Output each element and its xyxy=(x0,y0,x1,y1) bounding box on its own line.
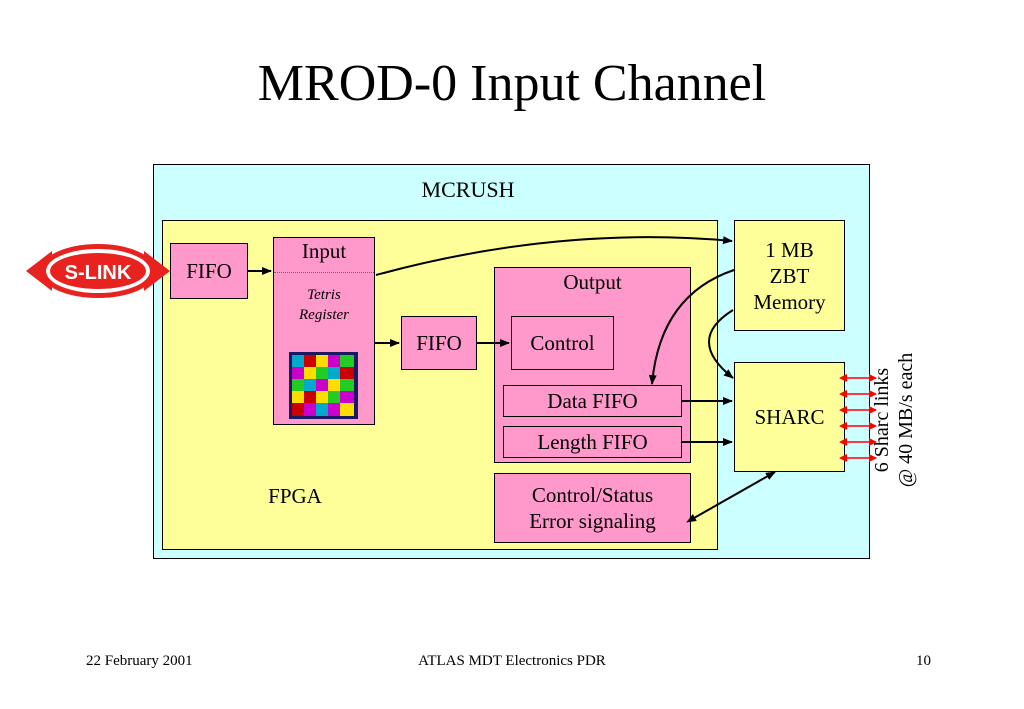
control-box: Control xyxy=(511,316,614,370)
zbt-line1: 1 MB xyxy=(765,237,814,262)
output-label: Output xyxy=(563,270,622,294)
input-fifo-box: FIFO xyxy=(170,243,248,299)
mid-fifo-box: FIFO xyxy=(401,316,477,370)
svg-text:S-LINK: S-LINK xyxy=(65,262,132,284)
page-title: MROD-0 Input Channel xyxy=(257,55,767,112)
tetris-label-line2: Register xyxy=(299,307,349,323)
data-fifo-box: Data FIFO xyxy=(503,385,682,417)
zbt-memory-box: 1 MB ZBT Memory xyxy=(734,220,845,331)
input-label: Input xyxy=(301,239,347,263)
control-status-line2: Error signaling xyxy=(529,509,656,533)
input-tetris-register-box: Input Tetris Register xyxy=(273,237,375,425)
control-status-box: Control/Status Error signaling xyxy=(494,473,691,543)
footer-page-number: 10 xyxy=(916,653,931,669)
fpga-label: FPGA xyxy=(268,484,322,508)
footer-center: ATLAS MDT Electronics PDR xyxy=(418,653,606,669)
sharc-box: SHARC xyxy=(734,362,845,472)
length-fifo-box: Length FIFO xyxy=(503,426,682,458)
zbt-line3: Memory xyxy=(753,289,826,314)
mcrush-label: MCRUSH xyxy=(421,177,515,202)
zbt-line2: ZBT xyxy=(769,263,810,288)
tetris-label-line1: Tetris xyxy=(307,287,341,303)
footer-date: 22 February 2001 xyxy=(86,653,193,669)
links-line2: @ 40 MB/s each xyxy=(895,352,917,488)
links-line1: 6 Sharc links xyxy=(871,367,893,473)
control-status-line1: Control/Status xyxy=(531,483,654,507)
sharc-links-label: 6 Sharc links @ 40 MB/s each xyxy=(870,330,918,510)
